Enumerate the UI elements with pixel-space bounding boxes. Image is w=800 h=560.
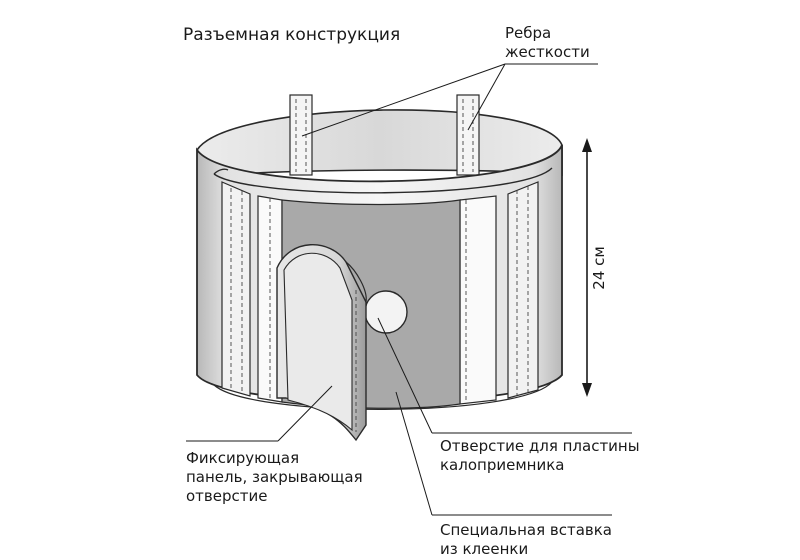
back-rib-right <box>456 94 480 176</box>
insert-label-line2: из клеенки <box>440 540 528 558</box>
height-dimension: 24 см <box>582 138 608 397</box>
panel-label-line1: Фиксирующая <box>186 449 299 467</box>
insert-callout: Специальная вставка из клеенки <box>395 391 612 558</box>
belt-inner-back <box>196 94 563 179</box>
diagram-title: Разъемная конструкция <box>183 25 400 45</box>
panel-callout: Фиксирующая панель, закрывающая отверсти… <box>186 385 363 505</box>
panel-label-line3: отверстие <box>186 487 267 505</box>
height-label: 24 см <box>590 246 608 289</box>
hole-label-line1: Отверстие для пластины <box>440 437 640 455</box>
fixing-panel <box>276 244 367 442</box>
ribs-label-line2: жесткости <box>505 43 590 61</box>
ribs-label-line1: Ребра <box>505 24 551 42</box>
hole-callout: Отверстие для пластины калоприемника <box>377 317 640 474</box>
back-rib-left <box>289 94 313 176</box>
hole-label-line2: калоприемника <box>440 456 564 474</box>
panel-label-line2: панель, закрывающая <box>186 468 363 486</box>
ribs-callout: Ребра жесткости <box>301 24 598 137</box>
ostomy-hole <box>364 290 408 334</box>
insert-label-line1: Специальная вставка <box>440 521 612 539</box>
